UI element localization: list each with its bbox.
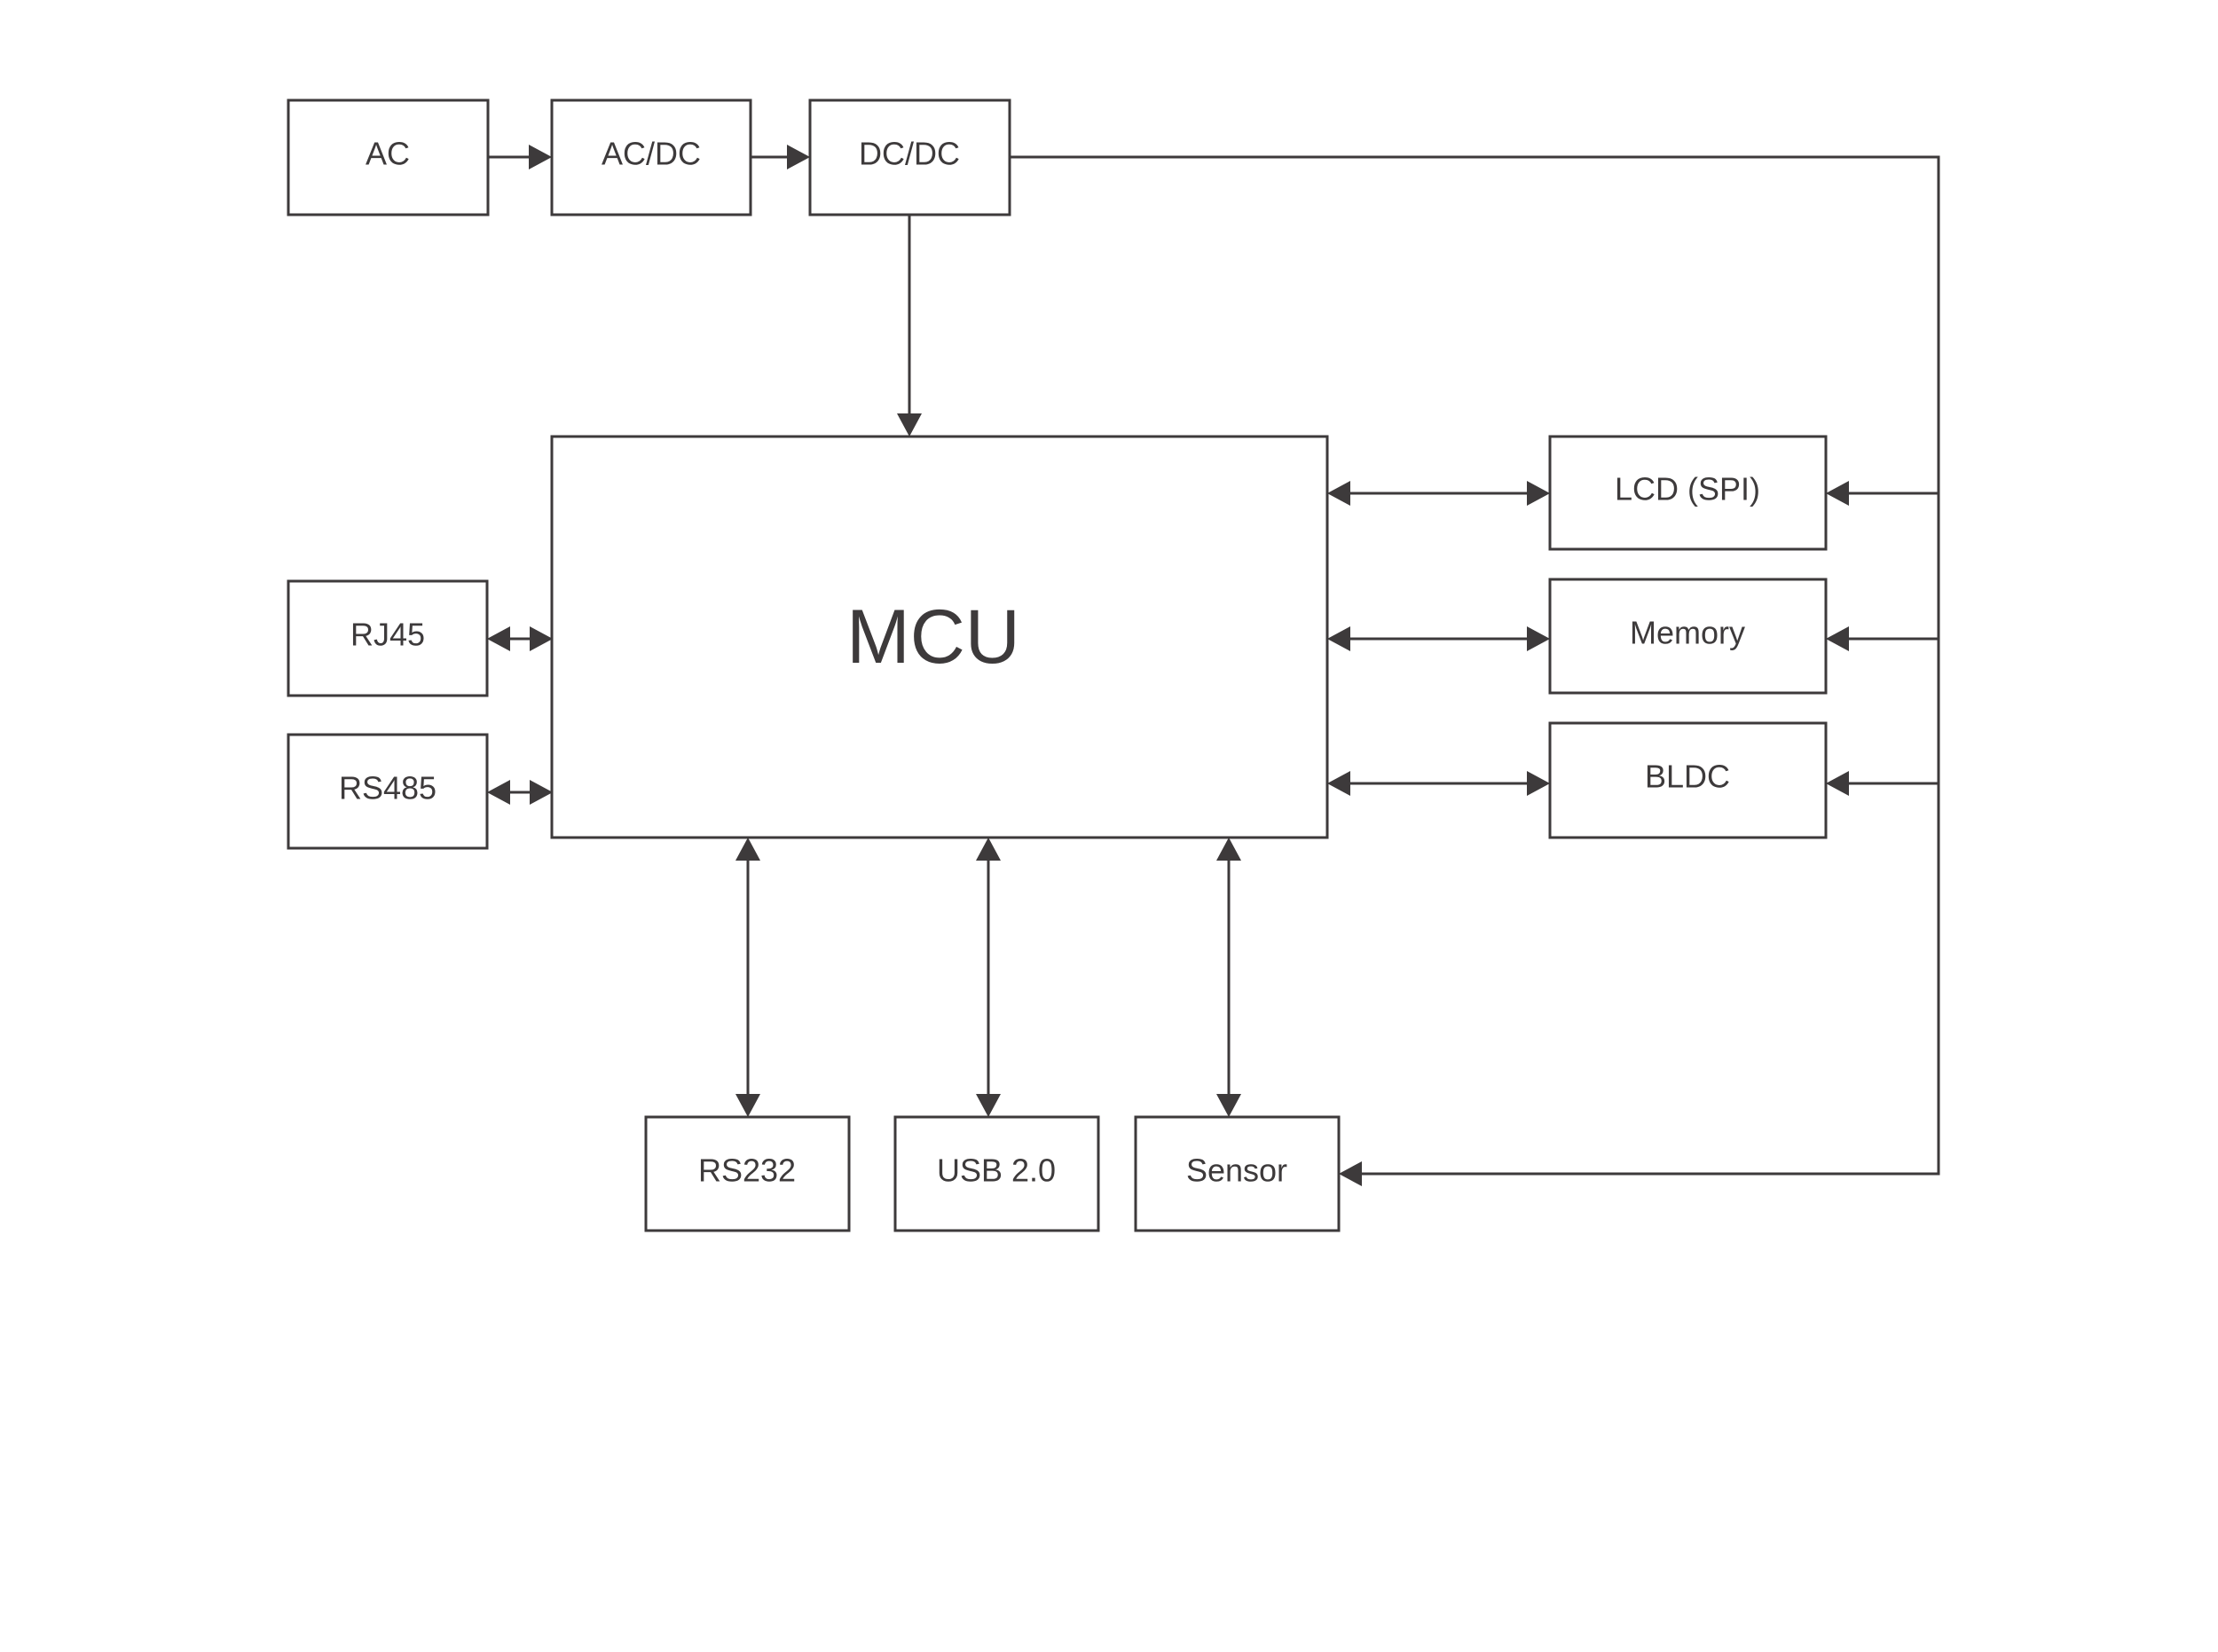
arrowhead-rs485-left bbox=[487, 780, 510, 805]
arrowhead-sensor-up bbox=[1216, 838, 1241, 861]
arrowhead-mcu-power-in bbox=[897, 413, 922, 437]
block-usb-label: USB 2.0 bbox=[937, 1152, 1056, 1189]
arrowheads bbox=[487, 145, 1849, 1186]
arrowhead-mcu-bldc-right bbox=[1527, 771, 1550, 796]
arrowhead-usb-up bbox=[976, 838, 1001, 861]
block-bldc-label: BLDC bbox=[1645, 759, 1730, 795]
block-usb: USB 2.0 bbox=[893, 1115, 1100, 1232]
block-ac: AC bbox=[287, 98, 490, 216]
block-lcd-label: LCD (SPI) bbox=[1615, 471, 1760, 507]
block-bldc: BLDC bbox=[1548, 721, 1828, 839]
arrowhead-usb-down bbox=[976, 1094, 1001, 1117]
arrowhead-rs232-down bbox=[735, 1094, 760, 1117]
power-bus bbox=[1010, 155, 1940, 1176]
block-sensor-label: Sensor bbox=[1186, 1152, 1287, 1189]
arrowhead-lcd-power bbox=[1826, 481, 1849, 506]
arrowhead-bldc-power bbox=[1826, 771, 1849, 796]
block-acdc: AC/DC bbox=[550, 98, 752, 216]
block-rj45-label: RJ45 bbox=[350, 617, 425, 653]
connectors bbox=[488, 155, 1940, 1176]
arrowhead-mcu-bldc-left bbox=[1327, 771, 1350, 796]
block-dcdc: DC/DC bbox=[808, 98, 1011, 216]
block-mcu: MCU bbox=[550, 435, 1329, 839]
arrowhead-rj45-left bbox=[487, 626, 510, 651]
arrowhead-sensor-power bbox=[1339, 1161, 1362, 1186]
block-ac-label: AC bbox=[366, 136, 410, 172]
arrowhead-memory-power bbox=[1826, 626, 1849, 651]
block-rs485-label: RS485 bbox=[339, 770, 437, 806]
block-lcd: LCD (SPI) bbox=[1548, 435, 1828, 551]
block-mcu-label: MCU bbox=[846, 594, 1020, 680]
arrowhead-mcu-memory-left bbox=[1327, 626, 1350, 651]
block-memory-label: Memory bbox=[1630, 615, 1745, 651]
block-rs485: RS485 bbox=[287, 733, 489, 850]
arrowhead-acdc-in bbox=[529, 145, 552, 169]
arrowhead-mcu-memory-right bbox=[1527, 626, 1550, 651]
block-memory: Memory bbox=[1548, 578, 1828, 695]
block-dcdc-label: DC/DC bbox=[859, 136, 960, 172]
block-rj45: RJ45 bbox=[287, 579, 489, 697]
arrowhead-mcu-lcd-right bbox=[1527, 481, 1550, 506]
arrowhead-sensor-down bbox=[1216, 1094, 1241, 1117]
block-rs232-label: RS232 bbox=[698, 1152, 796, 1189]
arrowhead-rj45-right bbox=[530, 626, 553, 651]
block-rs232: RS232 bbox=[644, 1115, 851, 1232]
arrowhead-dcdc-in bbox=[787, 145, 810, 169]
block-acdc-label: AC/DC bbox=[602, 136, 701, 172]
block-sensor: Sensor bbox=[1134, 1115, 1341, 1232]
arrowhead-rs485-right bbox=[530, 780, 553, 805]
arrowhead-rs232-up bbox=[735, 838, 760, 861]
arrowhead-mcu-lcd-left bbox=[1327, 481, 1350, 506]
